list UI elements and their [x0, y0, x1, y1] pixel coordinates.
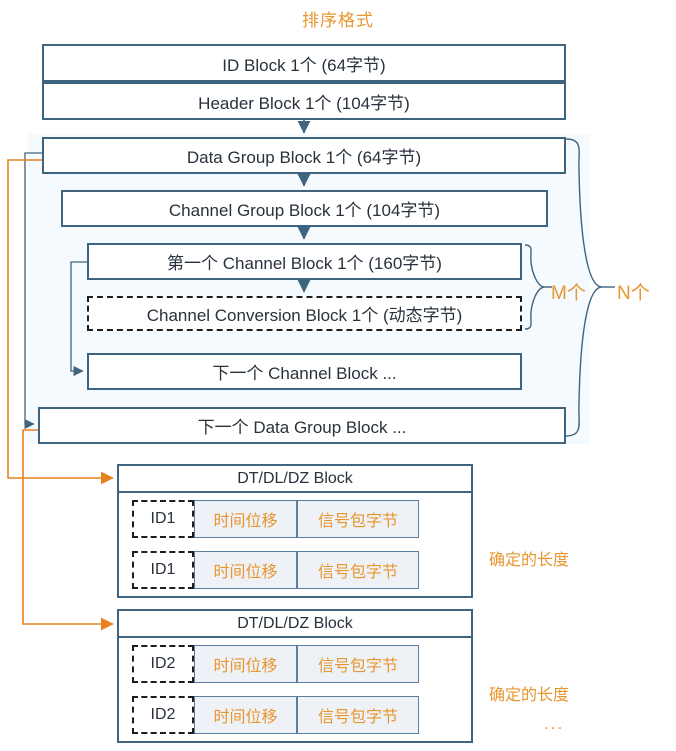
cell-signal-bytes: 信号包字节 [297, 645, 419, 683]
cell-time-offset: 时间位移 [194, 645, 297, 683]
dt-row[interactable]: ID2 时间位移 信号包字节 [132, 696, 458, 734]
dt-row[interactable]: ID1 时间位移 信号包字节 [132, 551, 458, 589]
block-channel-group[interactable]: Channel Group Block 1个 (104字节) [61, 190, 548, 227]
brace-label-n: N个 [617, 283, 650, 304]
cell-time-offset: 时间位移 [194, 696, 297, 734]
block-next-data-group[interactable]: 下一个 Data Group Block ... [38, 407, 566, 444]
cell-time-offset: 时间位移 [194, 551, 297, 589]
block-first-channel[interactable]: 第一个 Channel Block 1个 (160字节) [87, 243, 522, 280]
dt-block-header: DT/DL/DZ Block [119, 611, 471, 638]
dt-row[interactable]: ID2 时间位移 信号包字节 [132, 645, 458, 683]
block-id[interactable]: ID Block 1个 (64字节) [42, 44, 566, 82]
dt-row[interactable]: ID1 时间位移 信号包字节 [132, 500, 458, 538]
block-channel-conversion[interactable]: Channel Conversion Block 1个 (动态字节) [87, 296, 522, 331]
cell-signal-bytes: 信号包字节 [297, 696, 419, 734]
cell-signal-bytes: 信号包字节 [297, 551, 419, 589]
length-label-2: 确定的长度 [489, 687, 570, 704]
dt-block-header: DT/DL/DZ Block [119, 466, 471, 493]
cell-time-offset: 时间位移 [194, 500, 297, 538]
length-label-1: 确定的长度 [489, 552, 570, 569]
block-header[interactable]: Header Block 1个 (104字节) [42, 82, 566, 120]
cell-signal-bytes: 信号包字节 [297, 500, 419, 538]
cell-id: ID2 [132, 645, 194, 683]
block-data-group[interactable]: Data Group Block 1个 (64字节) [42, 137, 566, 174]
cell-id: ID1 [132, 551, 194, 589]
brace-label-m: M个 [551, 283, 586, 304]
block-next-channel[interactable]: 下一个 Channel Block ... [87, 353, 522, 390]
page-title: 排序格式 [302, 11, 374, 30]
cell-id: ID2 [132, 696, 194, 734]
loop-nextdatagroup-to-dt2 [22, 429, 114, 631]
ellipsis-label: ... [544, 714, 565, 733]
cell-id: ID1 [132, 500, 194, 538]
data-group-panel [28, 134, 590, 444]
